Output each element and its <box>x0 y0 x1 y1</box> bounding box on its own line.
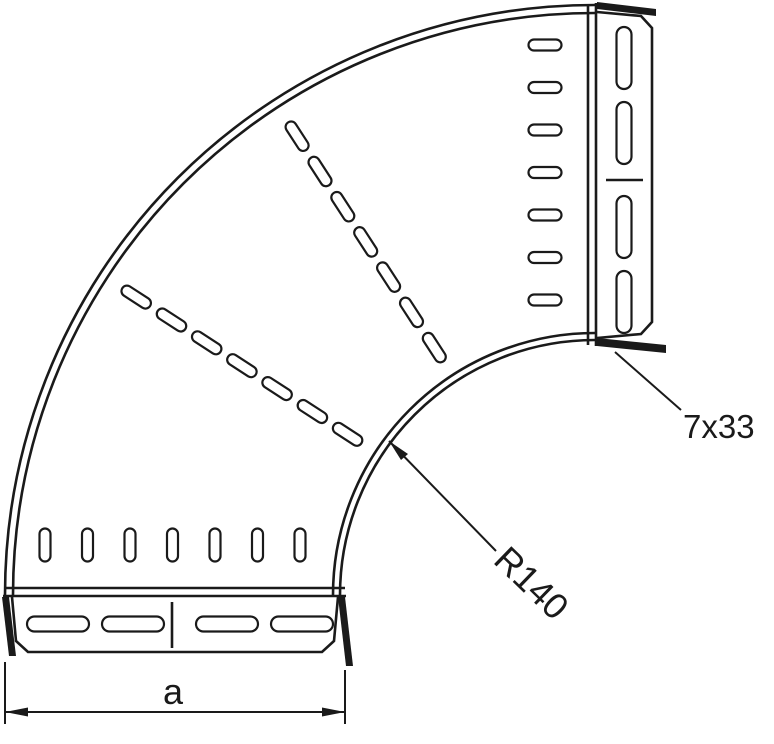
perforation-slot <box>307 155 333 188</box>
perforation-slot <box>527 208 563 222</box>
radius-label: R140 <box>486 538 576 627</box>
perforation-slot <box>261 376 293 402</box>
perforation-slot <box>190 330 223 356</box>
perforation-slot <box>226 353 258 379</box>
perforation-slot <box>331 421 364 447</box>
perforation-slot <box>615 25 633 91</box>
bottom-connector-right-tab <box>338 597 353 666</box>
right-connector-bottom-tab <box>597 338 666 353</box>
perforation-slot <box>80 527 95 563</box>
perforation-slot <box>353 226 379 258</box>
perforation-slot <box>250 527 265 563</box>
perforation-slot <box>120 284 153 310</box>
perforation-slot <box>194 615 260 633</box>
perforation-slot <box>527 250 563 265</box>
radius-leader-line <box>388 440 497 552</box>
perforation-slot <box>38 527 52 563</box>
right-connector-top-tab <box>597 2 656 16</box>
perforation-slot <box>421 331 447 364</box>
perforation-slot <box>155 307 188 333</box>
perforation-slot <box>527 165 563 180</box>
perforation-slot <box>293 527 307 563</box>
radius-arrowhead-icon <box>389 441 408 460</box>
perforation-slot <box>100 615 166 633</box>
perforation-slot <box>123 527 137 563</box>
perforation-slots <box>25 25 633 633</box>
inner-edge-arc-2 <box>331 331 596 596</box>
inner-edge-arc-1 <box>338 338 596 596</box>
perforation-slot <box>165 527 180 563</box>
tray-outline <box>3 3 654 654</box>
perforation-slot <box>296 398 329 425</box>
perforation-slot <box>527 123 563 137</box>
perforation-slot <box>527 80 563 95</box>
slot-size-leader-line <box>614 351 682 411</box>
bottom-connector-left-tab <box>2 597 16 656</box>
connector-tabs <box>2 2 666 666</box>
perforation-slot <box>527 38 563 52</box>
perforation-slot <box>376 261 402 293</box>
perforation-slot <box>527 293 563 307</box>
slot-size-label: 7x33 <box>683 408 755 445</box>
outer-edge-arc-2 <box>11 11 596 596</box>
perforation-slot <box>615 100 633 166</box>
perforation-slot <box>269 615 335 633</box>
dimension-a <box>4 662 346 724</box>
perforation-slot <box>25 615 91 633</box>
perforation-slot <box>615 269 633 335</box>
bottom-connector-plate <box>10 596 340 654</box>
perforation-slot <box>208 527 222 563</box>
perforation-slot <box>284 120 310 153</box>
dimension-arrow-right <box>322 707 345 717</box>
perforation-slot <box>330 190 356 223</box>
perforation-slot <box>615 194 633 260</box>
right-connector-plate <box>596 10 654 340</box>
perforation-slot <box>398 296 425 329</box>
outer-edge-arc-1 <box>3 3 596 596</box>
dimension-arrow-left <box>5 707 28 717</box>
width-dimension-label: a <box>163 671 184 712</box>
